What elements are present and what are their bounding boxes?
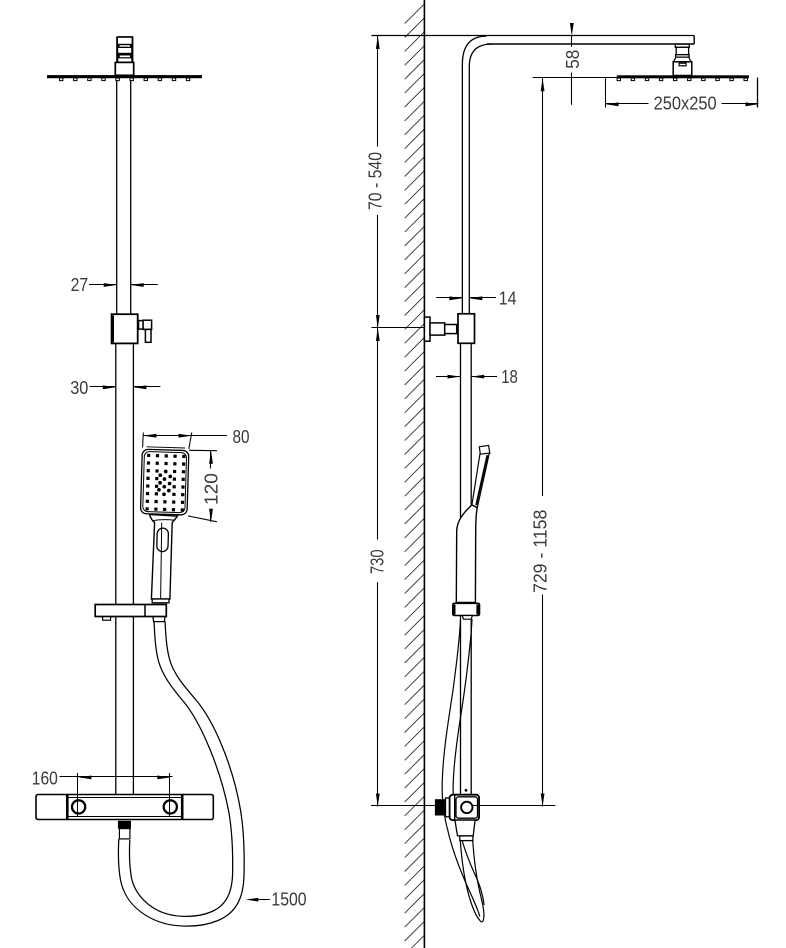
svg-text:730: 730 [367,549,388,574]
svg-text:27: 27 [71,274,89,295]
svg-text:58: 58 [562,50,583,69]
svg-text:160: 160 [32,768,58,789]
svg-text:80: 80 [233,426,250,447]
svg-text:18: 18 [501,366,518,387]
svg-text:70 - 540: 70 - 540 [364,152,385,210]
svg-text:30: 30 [70,377,88,398]
svg-text:1500: 1500 [271,889,306,910]
svg-text:14: 14 [499,287,517,308]
svg-text:729 - 1158: 729 - 1158 [530,510,551,593]
svg-text:250x250: 250x250 [654,93,717,114]
svg-text:120: 120 [200,473,221,505]
